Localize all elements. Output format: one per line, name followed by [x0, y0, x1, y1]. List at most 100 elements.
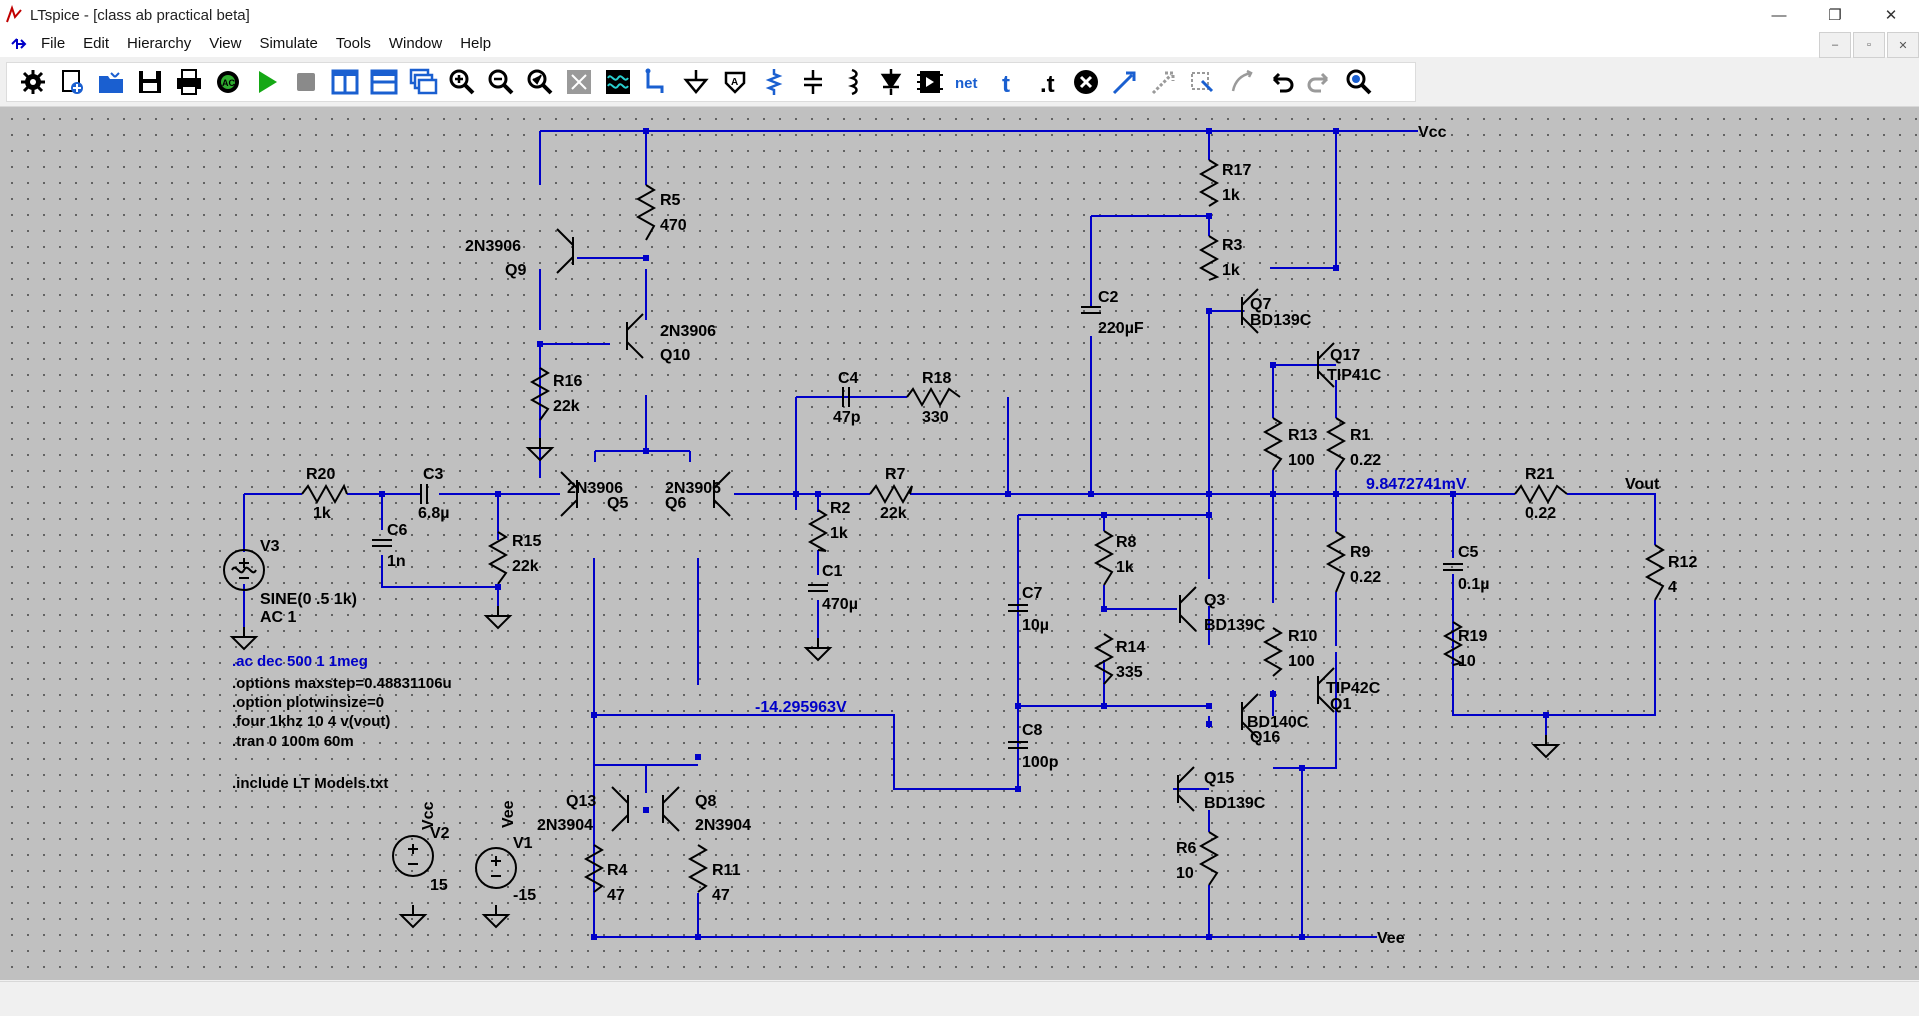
q15-name[interactable]: Q15 [1204, 770, 1234, 787]
r13-name[interactable]: R13 [1288, 427, 1317, 444]
drag-button[interactable] [1107, 64, 1143, 100]
r8-value[interactable]: 1k [1116, 559, 1134, 576]
r3-name[interactable]: R3 [1222, 237, 1243, 254]
r19-name[interactable]: R19 [1458, 628, 1487, 645]
r4-name[interactable]: R4 [607, 862, 628, 879]
r7-value[interactable]: 22k [880, 505, 907, 522]
net-label-vcc[interactable]: Vcc [1418, 124, 1447, 141]
r10-name[interactable]: R10 [1288, 628, 1317, 645]
directive-tran[interactable]: .tran 0 100m 60m [232, 733, 354, 750]
c4-value[interactable]: 47p [833, 409, 861, 426]
halt-button[interactable] [288, 64, 324, 100]
c4-name[interactable]: C4 [838, 370, 859, 387]
net-label-v2-vcc[interactable]: Vcc [420, 801, 437, 830]
inductor-button[interactable] [834, 64, 870, 100]
print-button[interactable] [171, 64, 207, 100]
label-net-button[interactable]: A [717, 64, 753, 100]
save-button[interactable] [132, 64, 168, 100]
redo-button[interactable] [1302, 64, 1338, 100]
r17-name[interactable]: R17 [1222, 162, 1251, 179]
v3-name[interactable]: V3 [260, 538, 280, 555]
text-button[interactable]: t [990, 64, 1026, 100]
menu-file[interactable]: File [41, 35, 66, 52]
c5-value[interactable]: 0.1µ [1458, 576, 1489, 593]
ground-button[interactable] [678, 64, 714, 100]
menu-edit[interactable]: Edit [83, 35, 110, 52]
menu-window[interactable]: Window [388, 35, 443, 52]
open-button[interactable] [93, 64, 129, 100]
schematic-canvas[interactable]: Vcc Vee Vout Vcc Vee 9.8472741mV -14.295… [0, 107, 1919, 980]
probe-out-voltage[interactable]: 9.8472741mV [1366, 476, 1467, 493]
r5-name[interactable]: R5 [660, 192, 681, 209]
spice-directive-button[interactable]: .t [1029, 64, 1065, 100]
q10-name[interactable]: Q10 [660, 347, 690, 364]
mirror-button[interactable] [1224, 64, 1260, 100]
q9-model[interactable]: 2N3906 [465, 238, 521, 255]
v3-ac[interactable]: AC 1 [260, 609, 297, 626]
zoom-fit-button[interactable] [522, 64, 558, 100]
r8-name[interactable]: R8 [1116, 534, 1137, 551]
q1-name[interactable]: Q1 [1330, 696, 1351, 713]
q6-name[interactable]: Q6 [665, 495, 686, 512]
menu-view[interactable]: View [209, 35, 242, 52]
v2-name[interactable]: V2 [430, 825, 450, 842]
q7-model[interactable]: BD139C [1250, 312, 1312, 329]
net-label-vout[interactable]: Vout [1625, 476, 1660, 493]
r21-value[interactable]: 0.22 [1525, 505, 1556, 522]
run-button[interactable] [249, 64, 285, 100]
v2-value[interactable]: 15 [430, 877, 448, 894]
menu-hierarchy[interactable]: Hierarchy [127, 35, 192, 52]
q8-model[interactable]: 2N3904 [695, 817, 751, 834]
r19-value[interactable]: 10 [1458, 653, 1476, 670]
r17-value[interactable]: 1k [1222, 187, 1240, 204]
net-label-v1-vee[interactable]: Vee [500, 800, 517, 828]
c7-name[interactable]: C7 [1022, 585, 1043, 602]
r12-value[interactable]: 4 [1668, 579, 1677, 596]
c8-value[interactable]: 100p [1022, 754, 1059, 771]
r7-name[interactable]: R7 [885, 466, 906, 483]
mdi-minimize-button[interactable]: – [1819, 32, 1851, 58]
r14-name[interactable]: R14 [1116, 639, 1145, 656]
move-button[interactable] [1146, 64, 1182, 100]
mdi-close-button[interactable]: ✕ [1887, 32, 1919, 58]
c1-name[interactable]: C1 [822, 563, 843, 580]
r3-value[interactable]: 1k [1222, 262, 1240, 279]
r6-name[interactable]: R6 [1176, 840, 1197, 857]
capacitor-button[interactable] [795, 64, 831, 100]
r2-value[interactable]: 1k [830, 525, 848, 542]
r15-value[interactable]: 22k [512, 558, 539, 575]
schematic-drawing[interactable]: Vcc Vee Vout Vcc Vee 9.8472741mV -14.295… [0, 107, 1919, 980]
r6-value[interactable]: 10 [1176, 865, 1194, 882]
q6-model[interactable]: 2N3906 [665, 480, 721, 497]
r12-name[interactable]: R12 [1668, 554, 1697, 571]
restore-button[interactable]: ❐ [1828, 7, 1842, 24]
q15-model[interactable]: BD139C [1204, 795, 1266, 812]
r13-value[interactable]: 100 [1288, 452, 1315, 469]
r11-value[interactable]: 47 [712, 887, 730, 904]
c1-value[interactable]: 470µ [822, 596, 858, 613]
ac-analysis-button[interactable]: AC [210, 64, 246, 100]
component-button[interactable] [912, 64, 948, 100]
q17-model[interactable]: TIP41C [1327, 367, 1382, 384]
c6-value[interactable]: 1n [387, 553, 406, 570]
r5-value[interactable]: 470 [660, 217, 687, 234]
menu-tools[interactable]: Tools [335, 35, 371, 52]
q3-name[interactable]: Q3 [1204, 592, 1225, 609]
cascade-button[interactable] [405, 64, 441, 100]
r18-value[interactable]: 330 [922, 409, 949, 426]
r14-value[interactable]: 335 [1116, 664, 1143, 681]
r10-value[interactable]: 100 [1288, 653, 1315, 670]
q16-name[interactable]: Q16 [1250, 729, 1280, 746]
q9-name[interactable]: Q9 [505, 262, 526, 279]
r2-name[interactable]: R2 [830, 500, 851, 517]
draw-wire-button[interactable] [639, 64, 675, 100]
c2-value[interactable]: 220µF [1098, 320, 1144, 337]
r16-name[interactable]: R16 [553, 373, 582, 390]
mdi-restore-button[interactable]: ▫ [1853, 32, 1885, 58]
net-label-vee[interactable]: Vee [1377, 930, 1405, 947]
q1-model[interactable]: TIP42C [1326, 680, 1381, 697]
rotate-button[interactable] [1185, 64, 1221, 100]
v1-value[interactable]: -15 [513, 887, 536, 904]
probe-vas-voltage[interactable]: -14.295963V [755, 699, 847, 716]
c7-value[interactable]: 10µ [1022, 617, 1049, 634]
